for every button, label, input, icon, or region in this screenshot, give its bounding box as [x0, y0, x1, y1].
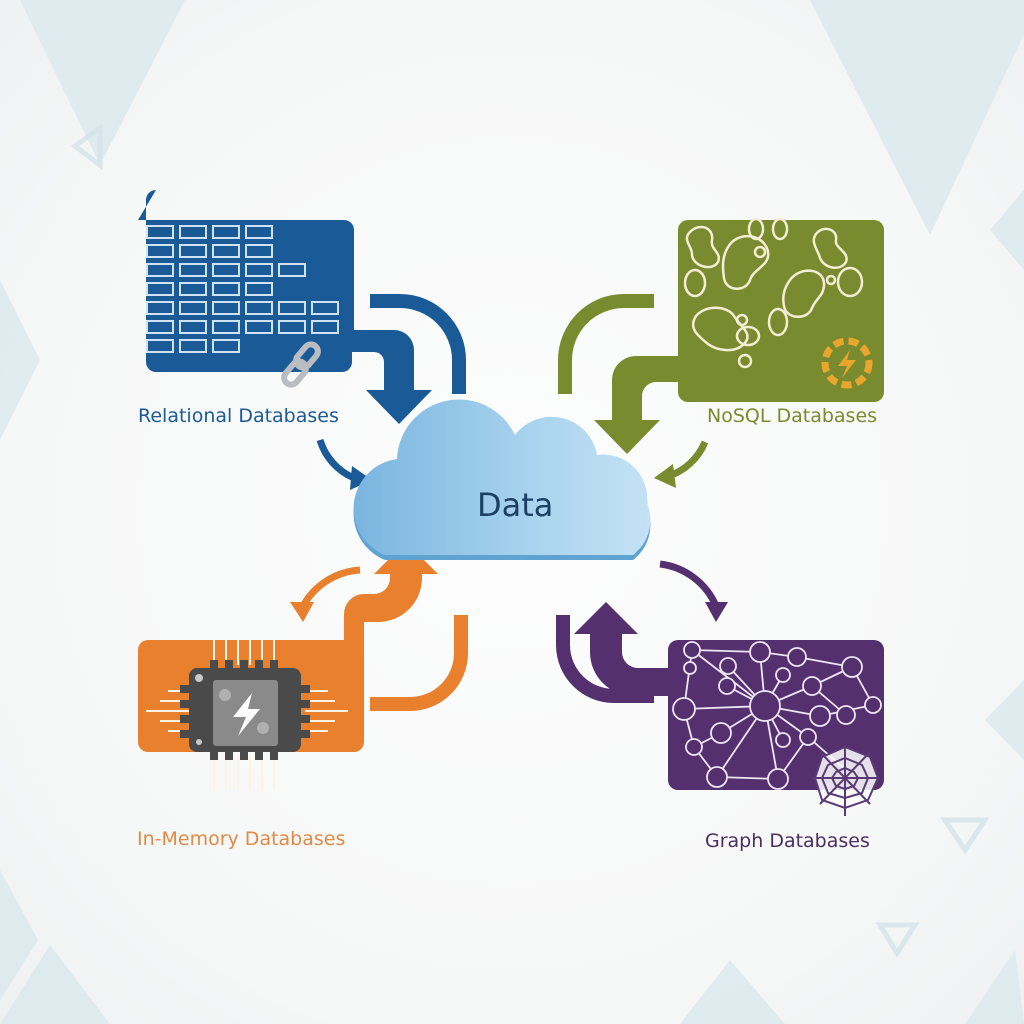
node-nosql[interactable] — [558, 217, 884, 488]
table-grid-icon — [146, 225, 339, 353]
inmemory-return-arrow — [370, 615, 468, 711]
relational-arc-arrow — [370, 294, 466, 394]
background-outline-triangles — [70, 123, 990, 958]
nosql-small-arrow — [667, 440, 709, 480]
label-inmemory-databases: In-Memory Databases — [137, 828, 346, 850]
relational-small-arrow — [316, 438, 356, 482]
node-inmemory[interactable] — [138, 542, 468, 790]
nosql-arc-arrow — [558, 294, 654, 394]
data-cloud[interactable] — [353, 399, 651, 560]
inmemory-small-arrow — [298, 566, 361, 610]
node-relational[interactable] — [138, 190, 466, 490]
node-graph[interactable] — [556, 560, 884, 816]
chain-link-icon — [281, 341, 321, 388]
graph-small-arrow — [659, 560, 720, 608]
label-relational-databases: Relational Databases — [138, 405, 339, 427]
label-graph-databases: Graph Databases — [705, 830, 870, 852]
cpu-chip-lightning-icon — [146, 640, 348, 790]
cloud-label: Data — [477, 486, 554, 524]
node-network-icon — [672, 641, 882, 790]
lightning-gear-icon — [821, 337, 873, 389]
blob-shapes-icon — [683, 217, 864, 369]
label-nosql-databases: NoSQL Databases — [707, 405, 878, 427]
graph-return-arrow — [556, 615, 654, 703]
spider-web-icon — [812, 745, 880, 816]
